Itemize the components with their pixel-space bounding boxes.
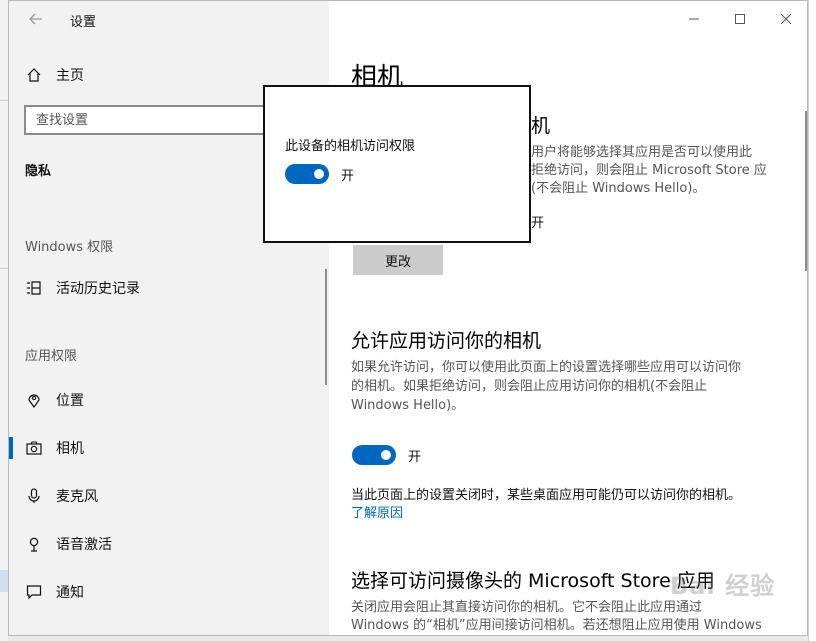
- sidebar-item-microphone[interactable]: 麦克风: [9, 479, 329, 513]
- device-status-text: 开: [531, 216, 545, 231]
- minimize-button[interactable]: [679, 7, 709, 31]
- location-pin-icon: [25, 391, 43, 409]
- sidebar-item-label: 主页: [56, 68, 84, 84]
- content-scrollbar[interactable]: [805, 111, 807, 271]
- selection-indicator: [9, 437, 13, 459]
- allow-section-heading: 允许应用访问你的相机: [351, 330, 542, 352]
- background-app-left: [0, 0, 8, 641]
- close-icon: [781, 14, 791, 24]
- sidebar-item-location[interactable]: 位置: [9, 383, 329, 417]
- sidebar-item-label: 语音激活: [56, 537, 112, 553]
- learn-more-link[interactable]: 了解原因: [351, 506, 404, 521]
- back-button[interactable]: [21, 7, 51, 31]
- section-heading-windows: Windows 权限: [25, 240, 114, 255]
- watermark: Bai 经验: [670, 572, 776, 600]
- maximize-button[interactable]: [725, 7, 755, 31]
- camera-access-popup: 此设备的相机访问权限 开: [263, 85, 531, 243]
- home-icon: [25, 66, 43, 84]
- search-box[interactable]: [24, 105, 274, 135]
- allow-desc-line-2: 的相机。如果拒绝访问，则会阻止应用访问你的相机(不会阻止: [351, 379, 708, 394]
- sidebar-item-label: 活动历史记录: [56, 281, 140, 297]
- device-camera-toggle[interactable]: [285, 164, 329, 184]
- store-desc-line-1: 关闭应用会阻止其直接访问你的相机。它不会阻止此应用通过: [351, 600, 703, 615]
- popup-toggle-label: 开: [341, 169, 355, 184]
- sidebar-item-home[interactable]: 主页: [9, 58, 329, 92]
- content-pane: 相机 机 用户将能够选择其应用是否可以使用此 拒绝访问，则会阻止 Microso…: [329, 1, 807, 635]
- maximize-icon: [735, 14, 745, 24]
- notification-icon: [25, 583, 43, 601]
- allow-apps-toggle[interactable]: [352, 445, 396, 465]
- camera-icon: [25, 439, 43, 457]
- minimize-icon: [689, 18, 699, 20]
- device-section-heading: 机: [531, 115, 551, 137]
- sidebar-item-notification[interactable]: 通知: [9, 575, 329, 609]
- store-apps-heading: 选择可访问摄像头的 Microsoft Store 应用: [351, 570, 715, 592]
- device-desc-line-2: 拒绝访问，则会阻止 Microsoft Store 应: [531, 163, 767, 178]
- voice-activation-icon: [25, 535, 43, 553]
- toggle-knob: [314, 169, 324, 179]
- sidebar-item-label: 通知: [56, 585, 84, 601]
- desktop-apps-note: 当此页面上的设置关闭时，某些桌面应用可能仍可以访问你的相机。: [351, 488, 742, 503]
- category-heading: 隐私: [25, 164, 52, 179]
- activity-history-icon: [25, 279, 43, 297]
- store-desc-line-2: Windows 的“相机”应用间接访问相机。若还想阻止应用使用 Windows: [351, 618, 762, 633]
- popup-title: 此设备的相机访问权限: [285, 139, 416, 154]
- sidebar-scrollbar[interactable]: [325, 269, 327, 385]
- sidebar-item-label: 麦克风: [56, 489, 98, 505]
- sidebar-item-voice-activation[interactable]: 语音激活: [9, 527, 329, 561]
- toggle-knob: [381, 450, 391, 460]
- section-heading-app: 应用权限: [25, 349, 78, 364]
- search-input[interactable]: [26, 107, 272, 133]
- sidebar-item-label: 位置: [56, 393, 84, 409]
- app-title: 设置: [70, 15, 97, 30]
- background-app-right: [808, 0, 816, 641]
- sidebar-item-activity-history[interactable]: 活动历史记录: [9, 271, 329, 305]
- device-desc-line-3: (不会阻止 Windows Hello)。: [531, 181, 706, 196]
- sidebar-item-camera[interactable]: 相机: [9, 431, 329, 465]
- close-button[interactable]: [771, 7, 801, 31]
- sidebar-item-label: 相机: [56, 441, 84, 457]
- change-button[interactable]: 更改: [353, 245, 443, 275]
- allow-desc-line-3: Windows Hello)。: [351, 398, 465, 413]
- allow-toggle-label: 开: [408, 450, 422, 465]
- arrow-left-icon: [29, 13, 42, 25]
- device-desc-line-1: 用户将能够选择其应用是否可以使用此: [531, 145, 753, 160]
- microphone-icon: [25, 487, 43, 505]
- allow-desc-line-1: 如果允许访问，你可以使用此页面上的设置选择哪些应用可以访问你: [351, 360, 742, 375]
